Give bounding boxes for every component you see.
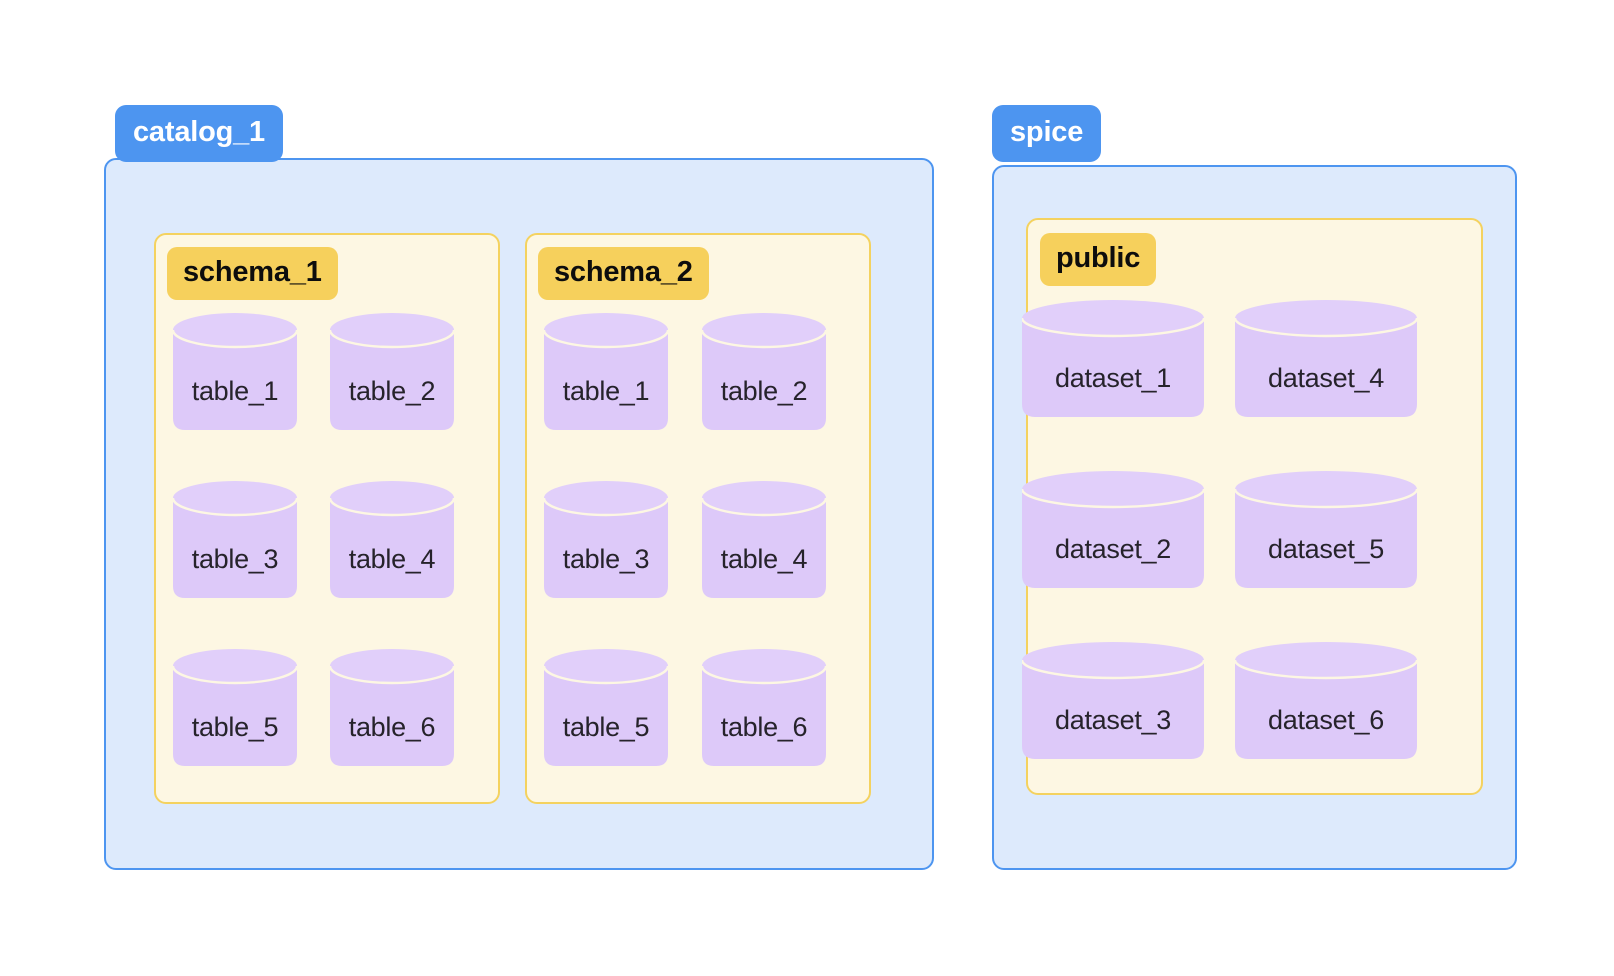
cylinder-icon — [1022, 300, 1204, 417]
cylinder-table_2[interactable]: table_2 — [702, 310, 826, 430]
catalog-tag-catalog_1[interactable]: catalog_1 — [115, 105, 283, 162]
cylinder-dataset_2[interactable]: dataset_2 — [1022, 468, 1204, 588]
cylinder-table_1[interactable]: table_1 — [173, 310, 297, 430]
cylinder-icon — [702, 313, 826, 430]
cylinder-table_1[interactable]: table_1 — [544, 310, 668, 430]
cylinder-table_5[interactable]: table_5 — [544, 646, 668, 766]
catalog-group-spice: spice public dataset_1 dataset_4 — [992, 105, 1517, 870]
cylinder-dataset_1[interactable]: dataset_1 — [1022, 297, 1204, 417]
cylinder-icon — [1235, 300, 1417, 417]
cylinder-icon — [173, 481, 297, 598]
cylinder-icon — [173, 649, 297, 766]
cylinder-icon — [1235, 642, 1417, 759]
cylinder-icon — [544, 481, 668, 598]
cylinder-icon — [1022, 471, 1204, 588]
cylinder-table_3[interactable]: table_3 — [544, 478, 668, 598]
cylinder-dataset_6[interactable]: dataset_6 — [1235, 639, 1417, 759]
cylinder-dataset_4[interactable]: dataset_4 — [1235, 297, 1417, 417]
cylinder-table_2[interactable]: table_2 — [330, 310, 454, 430]
cylinder-table_4[interactable]: table_4 — [702, 478, 826, 598]
schema-tag-public[interactable]: public — [1040, 233, 1157, 286]
cylinder-icon — [544, 649, 668, 766]
cylinder-table_3[interactable]: table_3 — [173, 478, 297, 598]
cylinder-icon — [173, 313, 297, 430]
cylinder-icon — [1022, 642, 1204, 759]
schema-tag-schema_2[interactable]: schema_2 — [538, 247, 709, 300]
cylinder-dataset_3[interactable]: dataset_3 — [1022, 639, 1204, 759]
catalog-group-catalog_1: catalog_1 schema_1 table_1 table_2 — [104, 105, 934, 870]
cylinder-table_5[interactable]: table_5 — [173, 646, 297, 766]
cylinder-table_6[interactable]: table_6 — [330, 646, 454, 766]
schema-tag-schema_1[interactable]: schema_1 — [167, 247, 338, 300]
cylinder-icon — [330, 649, 454, 766]
cylinder-icon — [330, 481, 454, 598]
cylinder-dataset_5[interactable]: dataset_5 — [1235, 468, 1417, 588]
cylinder-icon — [544, 313, 668, 430]
cylinder-icon — [1235, 471, 1417, 588]
cylinder-table_6[interactable]: table_6 — [702, 646, 826, 766]
cylinder-icon — [702, 649, 826, 766]
cylinder-icon — [330, 313, 454, 430]
cylinder-table_4[interactable]: table_4 — [330, 478, 454, 598]
cylinder-icon — [702, 481, 826, 598]
catalog-tag-spice[interactable]: spice — [992, 105, 1102, 162]
